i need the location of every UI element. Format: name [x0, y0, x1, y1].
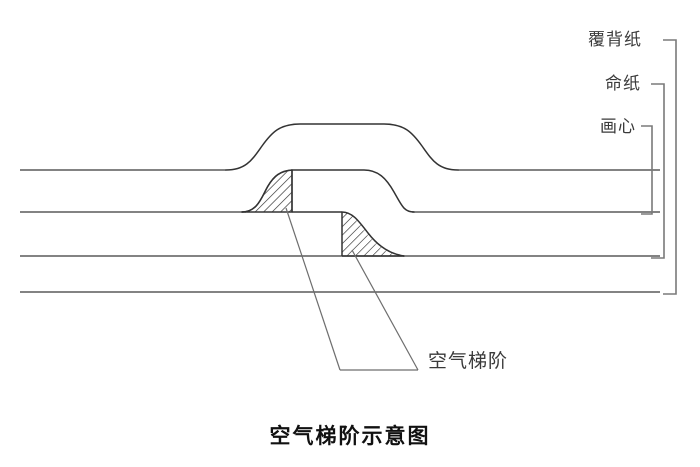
figure-caption: 空气梯阶示意图 [269, 424, 431, 448]
layer-label-huaxin: 画心 [600, 117, 636, 137]
air-step-void-left [241, 169, 293, 213]
air-step-void-right [341, 211, 405, 257]
layer-bracket-huaxin [641, 125, 653, 215]
callout-label-air-step: 空气梯阶 [428, 350, 509, 372]
layer-bracket-fubeizhi [663, 39, 677, 295]
callout-leader-lines [285, 207, 419, 371]
outer-bump-curve [225, 123, 459, 171]
layer-bracket-mingzhi [651, 83, 665, 259]
layer-label-fubeizhi: 覆背纸 [588, 30, 642, 50]
layer-label-mingzhi: 命纸 [605, 74, 641, 94]
